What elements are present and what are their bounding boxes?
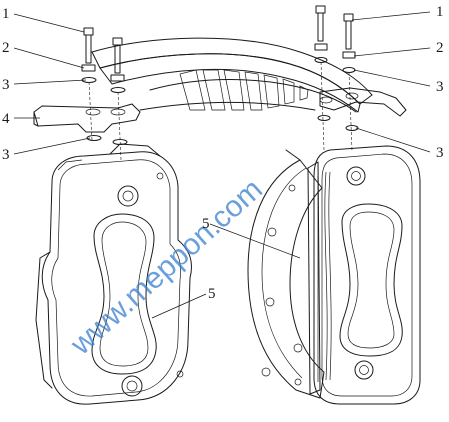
callout-2-right: 2 (436, 40, 444, 56)
mounting-bracket (33, 37, 407, 133)
bolts-right (315, 5, 354, 50)
callout-5-right-caliper: 5 (202, 216, 210, 232)
callout-labels: 1 2 3 4 3 1 2 3 3 5 5 (2, 4, 444, 302)
brake-disc-segment (247, 149, 325, 399)
callout-1-right: 1 (436, 4, 444, 20)
callout-3-right-lower: 3 (436, 145, 444, 161)
right-caliper (307, 145, 421, 405)
callout-1-left: 1 (2, 6, 10, 22)
callout-3-right-upper: 3 (436, 79, 444, 95)
left-caliper (35, 143, 192, 405)
callout-3-left-upper: 3 (2, 77, 10, 93)
callout-2-left: 2 (2, 40, 10, 56)
bolts-left (83, 27, 123, 74)
washers-right (314, 43, 359, 131)
callout-leader-lines (13, 11, 431, 319)
callout-5-left-caliper: 5 (208, 286, 216, 302)
callout-3-left-lower: 3 (2, 147, 10, 163)
washers-left (81, 64, 128, 145)
callout-4-left: 4 (2, 111, 10, 127)
assembly-axis-lines (88, 61, 353, 161)
watermark-text: www.meppon.com (64, 173, 269, 362)
